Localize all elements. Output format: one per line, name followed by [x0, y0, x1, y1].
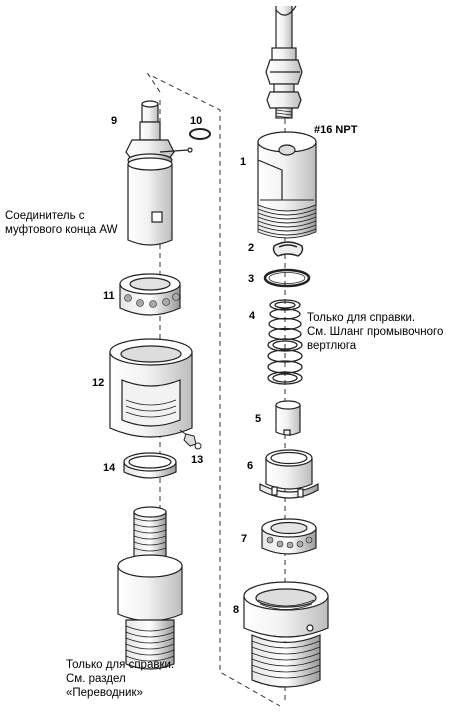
part-number-7: 7	[241, 533, 248, 545]
part-number-12: 12	[92, 377, 105, 389]
note-sub-line-1: Только для справки.	[66, 659, 175, 671]
part-14-ring	[123, 452, 177, 479]
note-swivel-line-3: вертлюга	[307, 340, 357, 352]
part-number-1: 1	[240, 156, 247, 168]
part-7-bearing	[261, 518, 317, 555]
part-10-o-ring	[189, 128, 211, 140]
part-number-6: 6	[247, 460, 254, 472]
part-number-5: 5	[255, 413, 262, 425]
part-number-3: 3	[248, 273, 255, 285]
note-sub-line-2: См. раздел	[66, 673, 126, 685]
part-number-2: 2	[248, 242, 255, 254]
part-12-main-housing	[109, 338, 193, 438]
part-number-4: 4	[249, 310, 256, 322]
sub-adapter	[117, 506, 183, 670]
note-sub-adapter: Только для справки. См. раздел «Переводн…	[66, 658, 174, 700]
note-aw-connector: Соединитель с муфтового конца AW	[5, 209, 118, 237]
part-number-14: 14	[103, 462, 116, 474]
thread-size: #16	[314, 124, 333, 136]
note-sub-line-3: «Переводник»	[66, 687, 143, 699]
part-number-11: 11	[103, 290, 115, 302]
part-8-housing-nut	[243, 581, 329, 688]
part-3-o-ring	[263, 268, 311, 288]
part-9-aw-connector	[125, 100, 193, 246]
swivel-hose-fitting	[265, 5, 303, 119]
part-11-bearing-ring	[119, 273, 181, 316]
part-4-packing-stack	[267, 299, 303, 385]
part-number-9: 9	[111, 115, 118, 127]
part-2-retaining-clip	[272, 241, 304, 257]
part-number-10: 10	[190, 115, 203, 127]
part-5-sleeve	[275, 400, 301, 436]
note-aw-line-1: Соединитель с	[5, 210, 85, 222]
thread-spec-label: #16 NPT	[314, 124, 357, 136]
note-swivel-hose: Только для справки. См. Шланг промывочно…	[307, 311, 443, 353]
part-number-8: 8	[233, 604, 240, 616]
note-swivel-line-1: Только для справки.	[307, 312, 416, 324]
part-6-bearing-cup	[259, 449, 319, 499]
part-13-grease-fitting	[179, 429, 202, 450]
note-swivel-line-2: См. Шланг промывочного	[307, 326, 444, 338]
thread-type: NPT	[335, 124, 358, 136]
note-aw-line-2: муфтового конца AW	[5, 224, 118, 236]
part-1-swivel-body	[257, 131, 317, 239]
part-number-13: 13	[191, 454, 204, 466]
